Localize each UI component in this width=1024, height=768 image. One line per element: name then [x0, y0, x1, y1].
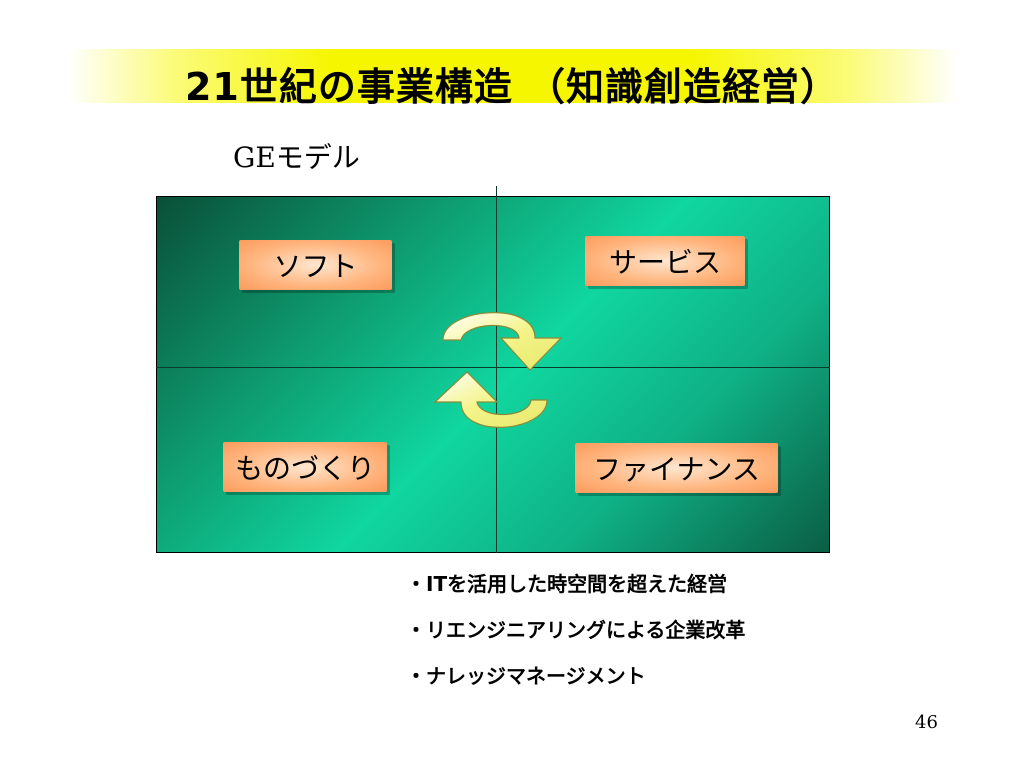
quadrant-label-soft: ソフト	[239, 240, 392, 290]
bullet-item: ・リエンジニアリングによる企業改革	[406, 618, 746, 642]
quadrant-label-service: サービス	[585, 236, 745, 286]
bullet-item: ・ITを活用した時空間を超えた経営	[406, 572, 728, 596]
quadrant-label-finance: ファイナンス	[575, 443, 778, 493]
model-subtitle: GEモデル	[233, 141, 360, 174]
bullet-list: ・ITを活用した時空間を超えた経営 ・リエンジニアリングによる企業改革 ・ナレッ…	[406, 570, 745, 708]
lower-cycle-arrow	[433, 371, 548, 428]
vertical-axis-line	[496, 186, 497, 553]
quadrant-label-monozukuri: ものづくり	[223, 442, 387, 492]
slide-title: 21世紀の事業構造 （知識創造経営）	[184, 65, 840, 109]
upper-cycle-arrow	[442, 312, 563, 371]
page-number: 46	[915, 712, 938, 733]
title-band	[68, 49, 957, 103]
cycle-arrows-icon	[433, 312, 563, 428]
bullet-item: ・ナレッジマネージメント	[406, 664, 646, 688]
horizontal-axis-line	[156, 367, 830, 368]
